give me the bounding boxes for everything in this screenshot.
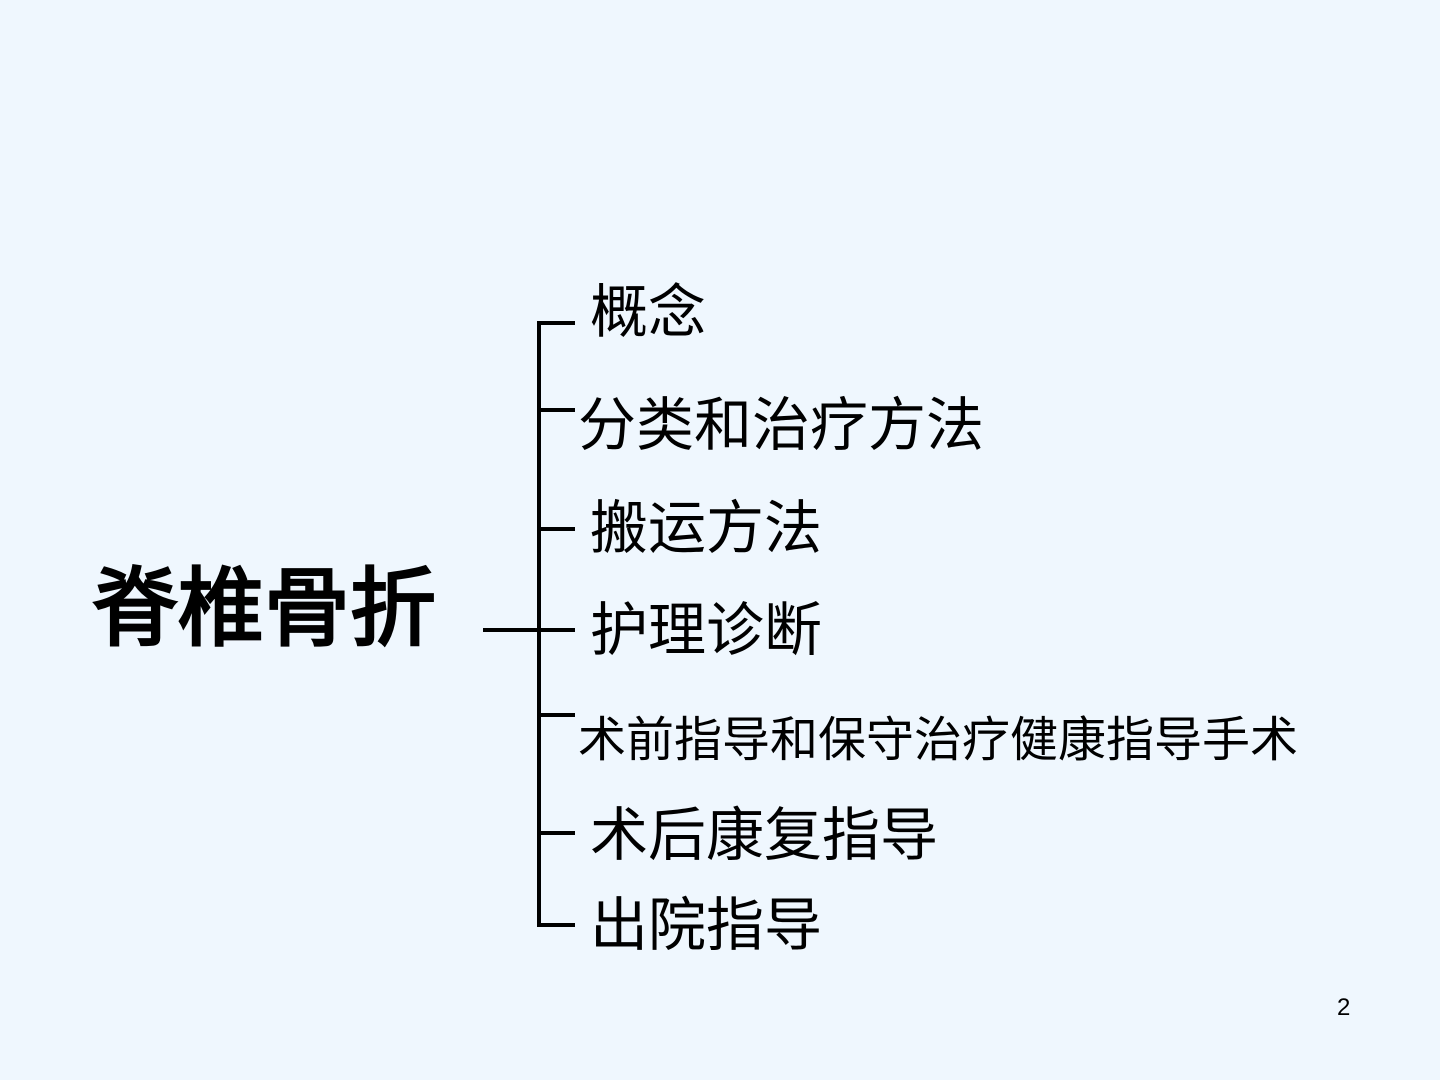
bracket-main-connector (483, 628, 575, 632)
list-item: 术后康复指导 (590, 801, 939, 869)
list-item: 术前指导和保守治疗健康指导手术 (578, 712, 1299, 768)
list-item: 搬运方法 (590, 494, 823, 562)
list-item: 出院指导 (590, 891, 823, 959)
bracket-tick (537, 321, 575, 325)
list-item: 护理诊断 (590, 596, 823, 664)
list-item: 分类和治疗方法 (578, 391, 985, 459)
bracket-tick (537, 923, 575, 927)
slide-title: 脊椎骨折 (92, 559, 436, 659)
bracket-tick (537, 713, 575, 717)
page-number: 2 (1337, 994, 1351, 1021)
bracket-tick (537, 527, 575, 531)
bracket-vertical-line (537, 321, 541, 927)
bracket-tick (537, 831, 575, 835)
list-item: 概念 (590, 278, 707, 346)
bracket-tick (537, 408, 575, 412)
